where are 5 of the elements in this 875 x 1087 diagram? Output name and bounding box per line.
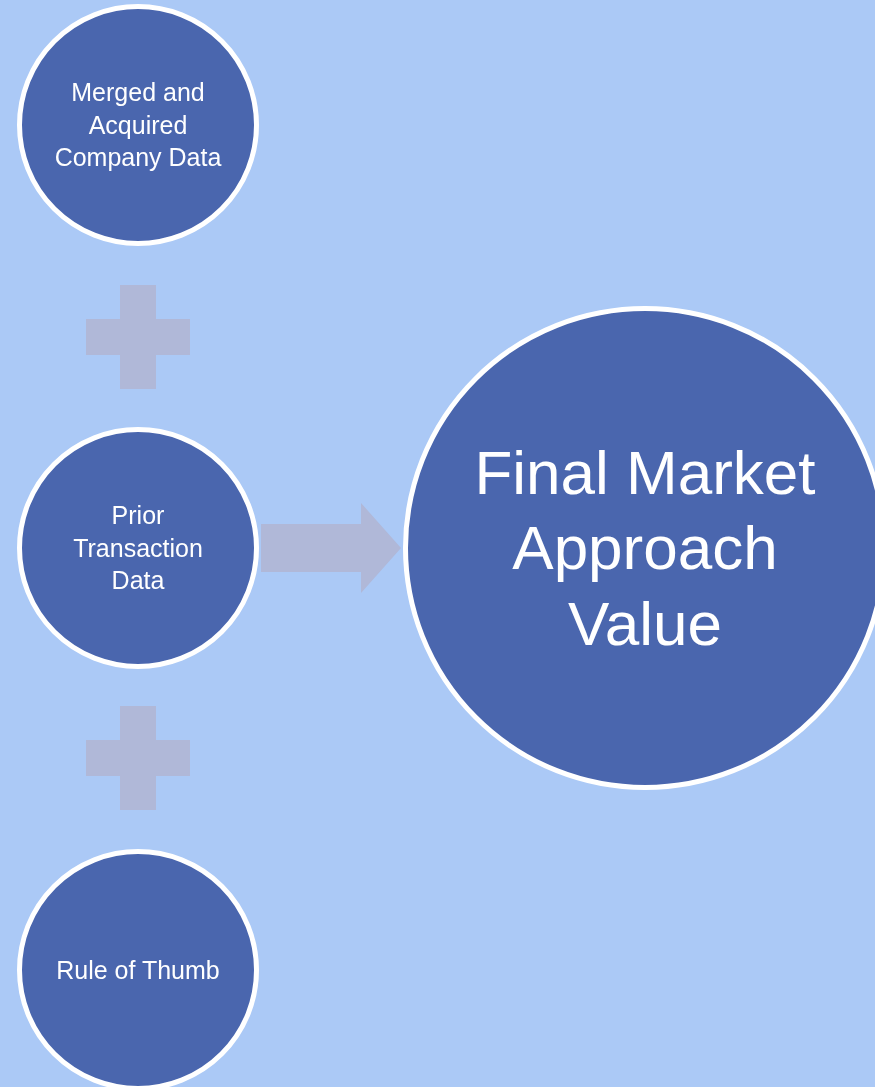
node-label: Rule of Thumb — [56, 954, 220, 986]
node-label: Prior Transaction Data — [72, 500, 204, 597]
block-arrow — [261, 503, 401, 593]
node-label: Merged and Acquired Company Data — [53, 77, 223, 174]
node-label: Final Market Approach Value — [473, 436, 817, 660]
